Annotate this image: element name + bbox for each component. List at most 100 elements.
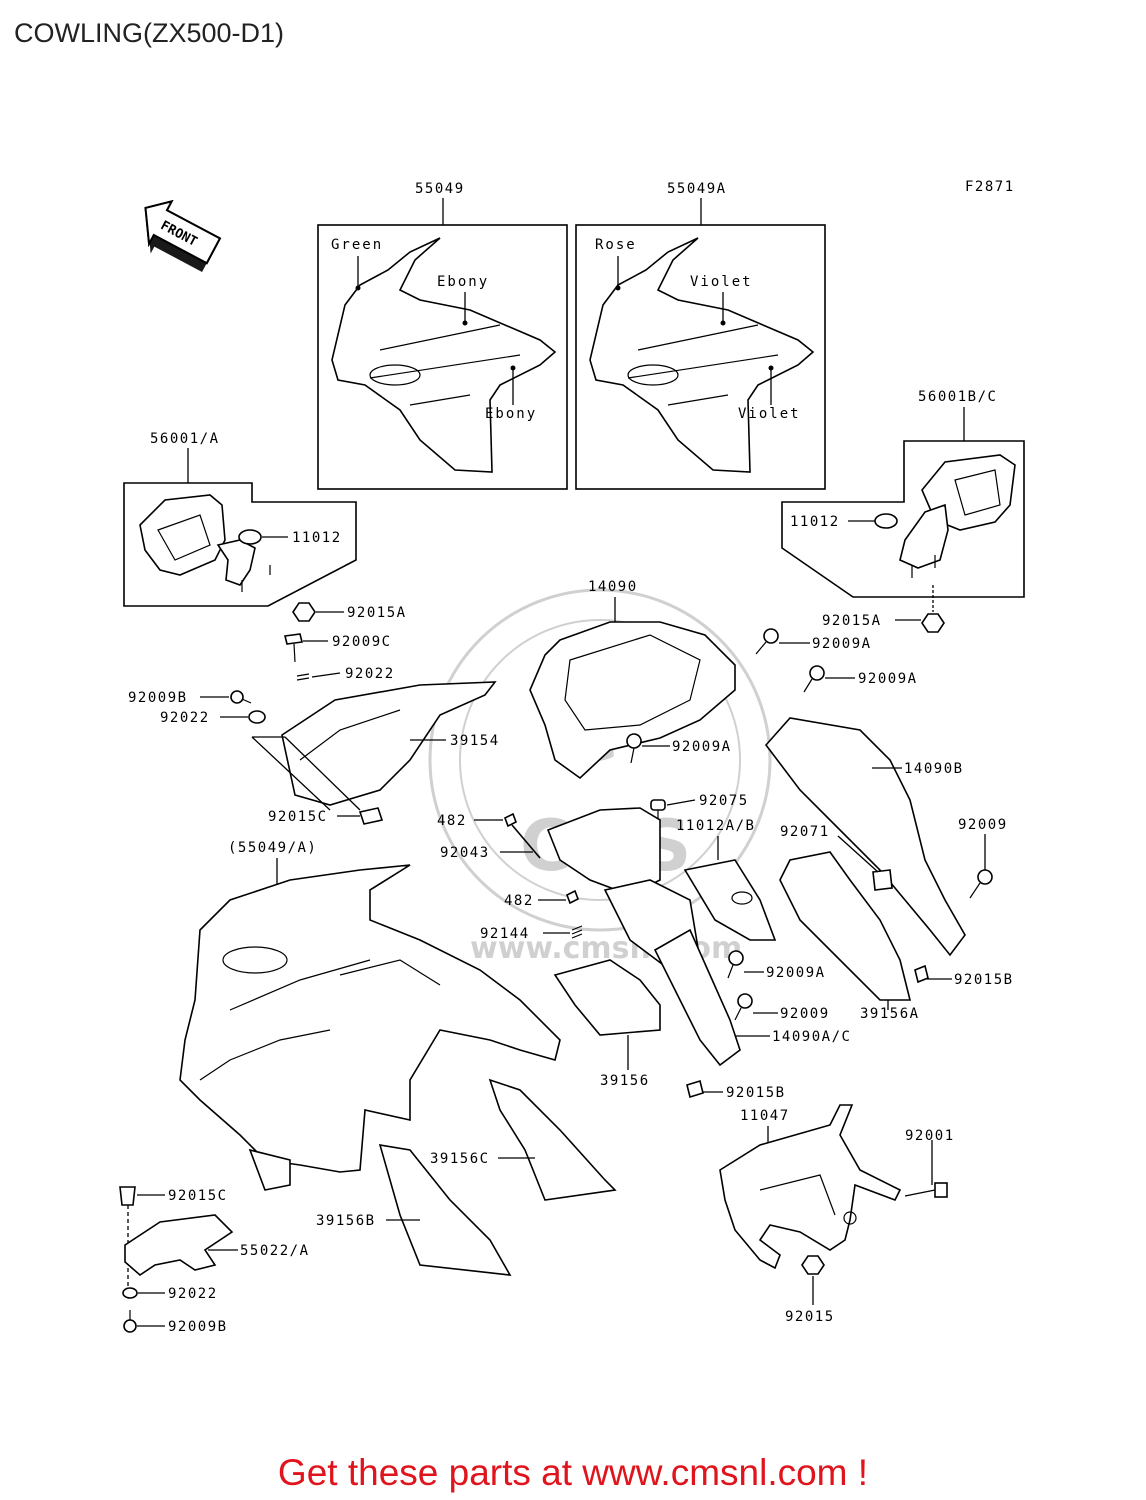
label-92071: 92071 <box>780 824 830 840</box>
label-482-b: 482 <box>504 893 534 909</box>
nut-92015C-b <box>119 1186 136 1206</box>
label-92009A-1: 92009A <box>812 636 872 652</box>
screw-92009A-1 <box>755 628 779 655</box>
footer-promo-text[interactable]: Get these parts at www.cmsnl.com ! <box>0 1452 1146 1494</box>
label-green: Green <box>331 237 383 253</box>
label-92015A-left: 92015A <box>347 605 407 621</box>
label-482-a: 482 <box>437 813 467 829</box>
label-92075: 92075 <box>699 793 749 809</box>
screw-92009A-4 <box>727 950 744 979</box>
figure-code: F2871 <box>965 179 1015 195</box>
cover-39156A-part <box>779 851 912 1001</box>
page-title: COWLING(ZX500-D1) <box>14 18 285 48</box>
label-92043: 92043 <box>440 845 490 861</box>
shaft-92043 <box>511 824 541 859</box>
label-56001A: 56001/A <box>150 431 220 447</box>
front-arrow-icon: FRONT <box>144 199 222 272</box>
mirror-box-left <box>123 482 357 607</box>
bolt-92001 <box>904 1182 948 1198</box>
label-92009-b: 92009 <box>780 1006 830 1022</box>
label-92015A-right: 92015A <box>822 613 882 629</box>
label-39156: 39156 <box>600 1073 650 1089</box>
screw-92009-b <box>734 993 753 1021</box>
label-11012AB: 11012A/B <box>676 818 755 834</box>
bracket-55022A-part <box>124 1214 234 1277</box>
upper-cowl-assembly-part <box>179 864 561 1191</box>
label-11012-left: 11012 <box>292 530 342 546</box>
label-92022-b: 92022 <box>160 710 210 726</box>
label-56001BC: 56001B/C <box>918 389 997 405</box>
nut-92015B-a <box>914 964 929 984</box>
footer-link[interactable]: Get these parts at www.cmsnl.com ! <box>277 1452 869 1493</box>
screw-92009B-b <box>123 1310 137 1333</box>
screw-92009A-2 <box>803 665 825 693</box>
label-92022-a: 92022 <box>345 666 395 682</box>
label-55049: 55049 <box>415 181 465 197</box>
label-14090B: 14090B <box>904 761 964 777</box>
stay-11047-part <box>719 1104 902 1270</box>
label-92015C-b: 92015C <box>168 1188 228 1204</box>
label-violet-1: Violet <box>690 274 753 290</box>
screw-92075 <box>650 799 666 825</box>
label-39156C: 39156C <box>430 1151 490 1167</box>
nut-92015C-a <box>358 807 384 825</box>
exploded-parts-diagram: C CMS www.cmsnl.com FRONT F2871 55049 55… <box>119 179 1025 1335</box>
cover-39154-part <box>281 681 497 806</box>
nut-92015B-b <box>686 1079 704 1099</box>
mirror-left-part <box>139 494 271 592</box>
label-55049A: 55049A <box>667 181 727 197</box>
washer-92022-c <box>122 1287 138 1299</box>
upper-cowl-part-green <box>331 237 557 473</box>
cover-39156C-part <box>488 1078 617 1201</box>
inner-panel-14090-part <box>529 621 736 780</box>
screw-92009B-a <box>230 690 252 704</box>
label-92009-a: 92009 <box>958 817 1008 833</box>
label-92015C-a: 92015C <box>268 809 328 825</box>
label-92015B-a: 92015B <box>954 972 1014 988</box>
label-ebony-2: Ebony <box>485 406 537 422</box>
label-92009B-a: 92009B <box>128 690 188 706</box>
label-92015B-b: 92015B <box>726 1085 786 1101</box>
label-55049A-paren: (55049/A) <box>228 840 317 856</box>
label-92001: 92001 <box>905 1128 955 1144</box>
spring-482-b <box>565 889 580 905</box>
nut-92015A-right <box>921 613 945 633</box>
cover-11012AB-part <box>683 859 777 941</box>
screw-92009A-3 <box>626 733 642 764</box>
grommet-11012-right <box>874 513 898 529</box>
label-92015: 92015 <box>785 1309 835 1325</box>
label-92022-c: 92022 <box>168 1286 218 1302</box>
label-39156A: 39156A <box>860 1006 920 1022</box>
screw-92009C <box>284 633 303 663</box>
cover-39156-part <box>553 959 661 1036</box>
label-92009B-b: 92009B <box>168 1319 228 1335</box>
label-92009A-4: 92009A <box>766 965 826 981</box>
grommet-92071 <box>872 869 893 891</box>
label-14090AC: 14090A/C <box>772 1029 851 1045</box>
spring-92022-a <box>296 673 310 681</box>
spring-482-a <box>503 812 518 828</box>
panel-14090AC-part <box>653 928 741 1067</box>
label-11047: 11047 <box>740 1108 790 1124</box>
side-panel-14090B-part <box>764 717 966 957</box>
label-92009A-2: 92009A <box>858 671 918 687</box>
label-92144: 92144 <box>480 926 530 942</box>
cover-39156B-part <box>378 1144 512 1276</box>
label-92009C: 92009C <box>332 634 392 650</box>
upper-cowl-part-rose <box>589 237 815 473</box>
label-ebony-1: Ebony <box>437 274 489 290</box>
label-14090: 14090 <box>588 579 638 595</box>
label-92009A-3: 92009A <box>672 739 732 755</box>
label-violet-2: Violet <box>738 406 801 422</box>
grommet-11012-left <box>238 529 262 545</box>
label-11012-right: 11012 <box>790 514 840 530</box>
nut-92015A-left <box>292 602 316 622</box>
label-55022A: 55022/A <box>240 1243 310 1259</box>
label-rose: Rose <box>595 237 637 253</box>
washer-92022-b <box>248 710 266 724</box>
label-39154: 39154 <box>450 733 500 749</box>
mirror-box-right <box>781 440 1025 598</box>
label-39156B: 39156B <box>316 1213 376 1229</box>
mirror-right-part <box>899 454 1016 578</box>
nut-92015 <box>801 1255 825 1275</box>
